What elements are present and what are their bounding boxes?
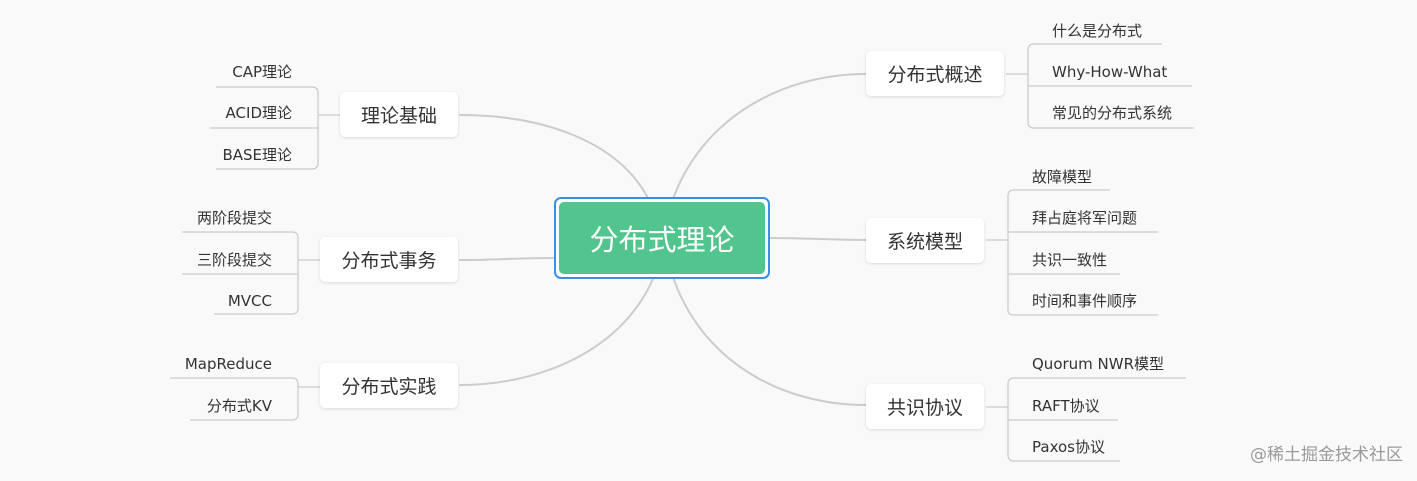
leaf-transaction-mvcc[interactable]: MVCC [227,292,272,310]
leaf-theory-acid[interactable]: ACID理论 [225,104,292,122]
bracket-theory [210,86,319,170]
connector-model [769,237,867,241]
leaf-overview-why-how-what[interactable]: Why-How-What [1052,63,1168,81]
root-topic[interactable]: 分布式理论 [559,202,765,274]
connector-practice [459,273,656,386]
leaf-model-fault[interactable]: 故障模型 [1032,168,1093,186]
leaf-model-consensus[interactable]: 共识一致性 [1032,251,1108,269]
leaf-protocol-raft[interactable]: RAFT协议 [1032,397,1100,415]
leaf-model-byzantine[interactable]: 拜占庭将军问题 [1032,209,1138,227]
leaf-transaction-2pc[interactable]: 两阶段提交 [196,209,272,227]
leaf-theory-cap[interactable]: CAP理论 [232,63,292,81]
connector-protocol [671,273,867,406]
connector-overview [671,73,867,203]
leaf-theory-base[interactable]: BASE理论 [222,146,292,164]
branch-overview[interactable]: 分布式概述 [866,51,1004,96]
leaf-model-time-order[interactable]: 时间和事件顺序 [1032,292,1138,310]
bracket-transaction [182,231,299,315]
branch-protocol[interactable]: 共识协议 [866,384,984,429]
watermark: @稀土掘金技术社区 [1250,445,1403,465]
leaf-overview-systems[interactable]: 常见的分布式系统 [1052,104,1173,122]
leaf-overview-what[interactable]: 什么是分布式 [1052,22,1143,40]
branch-transaction[interactable]: 分布式事务 [320,237,458,282]
branch-theory[interactable]: 理论基础 [340,92,458,137]
leaf-transaction-3pc[interactable]: 三阶段提交 [196,251,272,269]
bracket-protocol [1007,377,1186,462]
leaf-protocol-paxos[interactable]: Paxos协议 [1032,438,1105,456]
bracket-model [1007,189,1158,316]
leaf-practice-mapreduce[interactable]: MapReduce [184,355,272,373]
branch-practice[interactable]: 分布式实践 [320,363,458,408]
connector-theory [459,114,651,203]
bracket-practice [170,377,299,421]
bracket-overview [1027,43,1194,129]
leaf-protocol-quorum[interactable]: Quorum NWR模型 [1032,355,1165,373]
connector-transaction [459,257,557,261]
branch-model[interactable]: 系统模型 [866,218,984,263]
leaf-practice-kv[interactable]: 分布式KV [206,397,272,415]
